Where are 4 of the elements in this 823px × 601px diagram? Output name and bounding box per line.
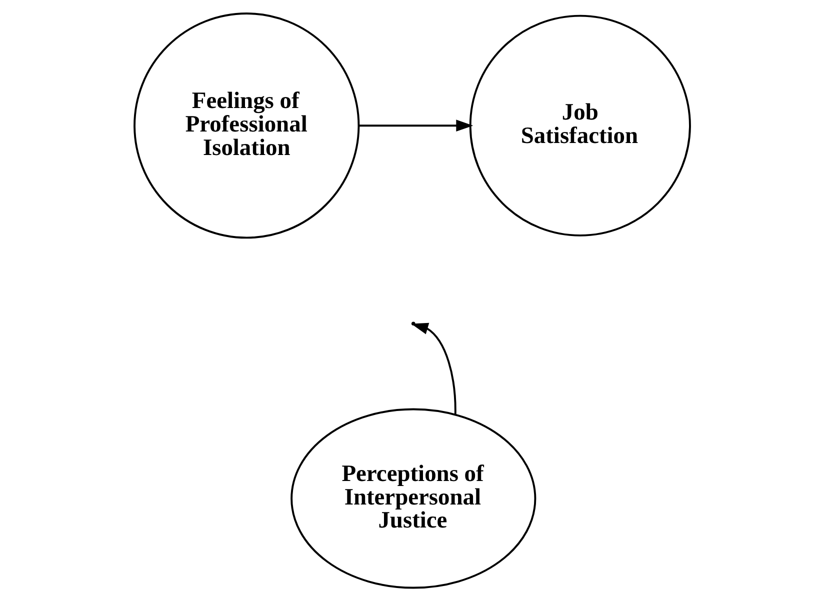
arrow <box>358 120 473 132</box>
node-circle: Job Satisfaction <box>468 14 690 236</box>
node-ellipse: Perceptions of Interpersonal Justice <box>290 408 536 589</box>
node-circle: Feelings of Professional Isolation <box>133 12 360 239</box>
